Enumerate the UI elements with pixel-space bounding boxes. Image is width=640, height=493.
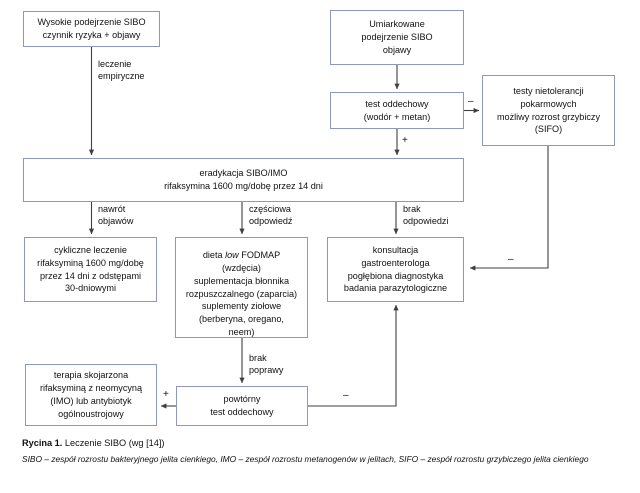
edge-label-symptom-recurrence: nawrót objawów — [98, 204, 134, 227]
node-gastro-consultation[interactable]: konsultacja gastroenterologa pogłębiona … — [327, 237, 464, 302]
node-eradication[interactable]: eradykacja SIBO/IMO rifaksymina 1600 mg/… — [23, 158, 464, 202]
node-cyclic-treatment[interactable]: cykliczne leczenie rifaksyminą 1600 mg/d… — [24, 237, 157, 302]
sign-breath-test-negative: – — [468, 96, 474, 107]
fodmap-diet-word: dieta — [202, 249, 226, 260]
caption-abbreviations: SIBO – zespół rozrostu bakteryjnego jeli… — [22, 453, 589, 464]
wire-repeat-to-consult — [308, 304, 399, 407]
edge-label-no-response: brak odpowiedzi — [403, 204, 449, 227]
fodmap-low-word: low — [225, 249, 239, 260]
node-moderate-suspicion[interactable]: Umiarkowane podejrzenie SIBO objawy — [330, 10, 464, 65]
caption-label: Rycina 1. — [22, 438, 63, 448]
edge-label-empiric-treatment: leczenie empiryczne — [98, 59, 145, 82]
node-food-intolerance-tests[interactable]: testy nietolerancji pokarmowych możliwy … — [482, 75, 615, 146]
node-repeat-breath-test[interactable]: powtórny test oddechowy — [176, 386, 308, 426]
edge-label-partial-response: częściowa odpowiedź — [249, 204, 293, 227]
node-high-suspicion[interactable]: Wysokie podejrzenie SIBO czynnik ryzyka … — [23, 11, 160, 47]
sign-breath-test-positive: + — [402, 135, 408, 146]
fodmap-remaining-lines: (wzdęcia) suplementacja błonnika rozpusz… — [185, 262, 298, 338]
edge-label-no-improvement: brak poprawy — [249, 353, 284, 376]
fodmap-first-line: dieta low FODMAP — [203, 236, 280, 262]
node-combined-therapy[interactable]: terapia skojarzona rifaksyminą z neomycy… — [25, 364, 157, 426]
caption-title: Leczenie SIBO (wg [14]) — [62, 438, 165, 448]
node-breath-test[interactable]: test oddechowy (wodór + metan) — [330, 92, 464, 129]
sign-sifo-negative: – — [508, 254, 514, 265]
sign-repeat-positive: + — [163, 389, 169, 400]
fodmap-acronym: FODMAP — [238, 249, 281, 260]
wire-sifo-to-consult — [469, 146, 549, 271]
sign-repeat-negative: – — [343, 390, 349, 401]
node-fodmap-diet[interactable]: dieta low FODMAP (wzdęcia) suplementacja… — [175, 237, 308, 338]
figure-caption: Rycina 1. Leczenie SIBO (wg [14]) SIBO –… — [22, 437, 622, 466]
caption-title-line: Rycina 1. Leczenie SIBO (wg [14]) — [22, 437, 622, 451]
